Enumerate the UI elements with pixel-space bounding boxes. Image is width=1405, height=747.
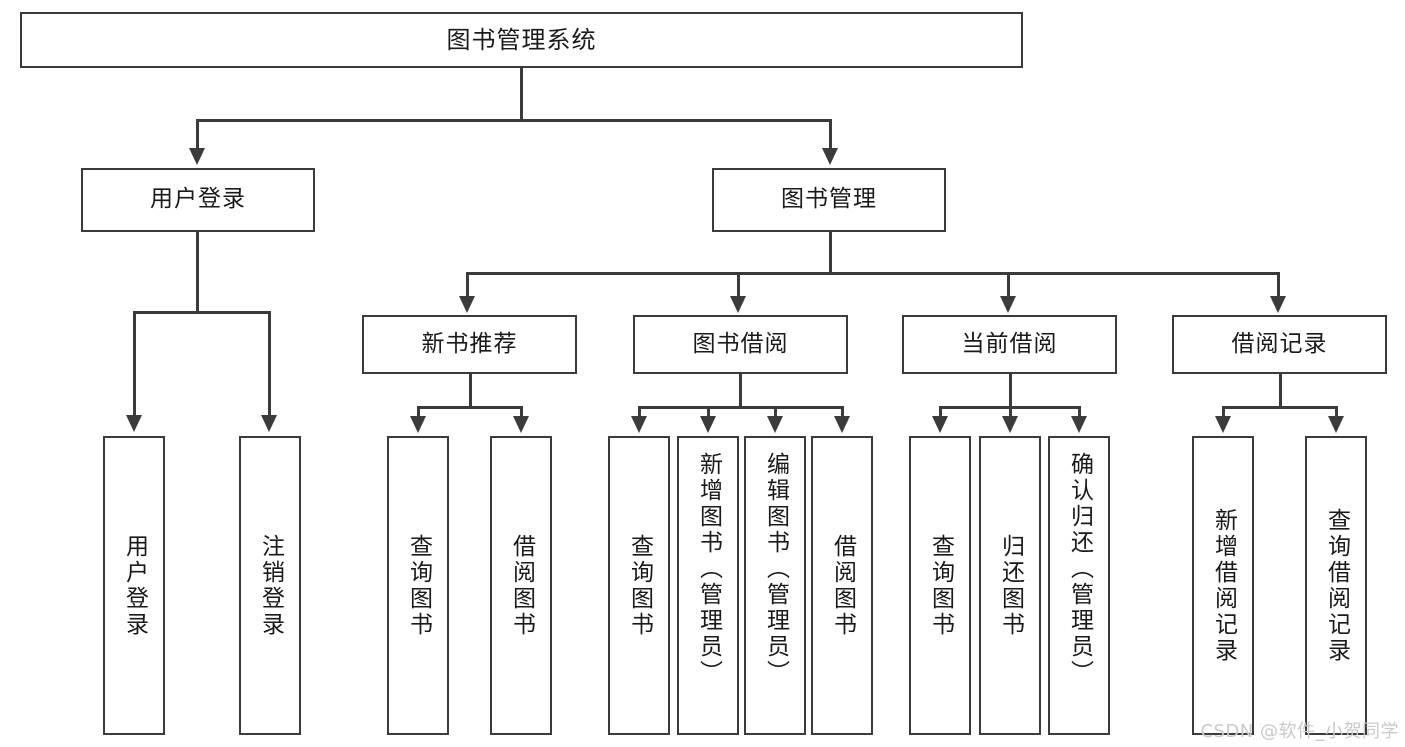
arrowhead-leaf-cb-0 [932, 416, 948, 433]
node-new-book-recommend[interactable]: 新书推荐 [362, 315, 577, 374]
node-root-book-management-system[interactable]: 图书管理系统 [20, 12, 1023, 68]
connector-level3-bus [466, 272, 1278, 275]
connector-user-login-stem [196, 232, 199, 313]
leaf-node-bb-borrow-book[interactable]: 借阅图书 [811, 436, 873, 735]
arrowhead-leaf-br-0 [1215, 416, 1231, 433]
node-label: 借阅图书 [508, 533, 535, 638]
arrowhead-leaf-cb-2 [1071, 416, 1087, 433]
node-label: 查询图书 [405, 533, 432, 638]
connector-drop-leaf-br-0 [1222, 406, 1225, 417]
arrowhead-leaf-bb-0 [631, 416, 647, 433]
connector-drop-leaf-user-login-0 [133, 311, 136, 416]
connector-book-management-stem [829, 232, 832, 274]
arrowhead-book-borrow [730, 296, 746, 313]
node-label: 借阅图书 [829, 533, 856, 638]
leaf-node-cb-confirm-return-admin[interactable]: 确认归还（管理员） [1048, 436, 1110, 735]
node-label: 确认归还（管理员） [1066, 452, 1093, 686]
connector-book-borrow-stem [739, 374, 742, 408]
arrowhead-book-management [822, 148, 838, 165]
connector-drop-leaf-bb-2 [774, 406, 777, 417]
node-label: 编辑图书（管理员） [762, 452, 789, 686]
arrowhead-user-login [189, 148, 205, 165]
node-label: 新书推荐 [421, 330, 518, 357]
arrowhead-current-borrow [1000, 296, 1016, 313]
arrowhead-leaf-nbr-0 [410, 416, 426, 433]
connector-drop-leaf-cb-2 [1078, 406, 1081, 417]
node-label: 图书借阅 [692, 330, 789, 357]
node-label: 归还图书 [997, 533, 1024, 638]
arrowhead-leaf-bb-3 [834, 416, 850, 433]
connector-drop-user-login [196, 119, 199, 149]
node-label: 查询图书 [927, 533, 954, 638]
connector-current-borrow-stem [1009, 374, 1012, 408]
node-label: 查询图书 [626, 533, 653, 638]
connector-drop-leaf-nbr-1 [520, 406, 523, 417]
connector-drop-current-borrow [1007, 272, 1010, 299]
arrowhead-leaf-cb-1 [1002, 416, 1018, 433]
node-label: 用户登录 [121, 533, 148, 638]
node-borrow-record[interactable]: 借阅记录 [1172, 315, 1387, 374]
arrowhead-leaf-bb-2 [767, 416, 783, 433]
node-label: 当前借阅 [961, 330, 1058, 357]
node-label: 新增图书（管理员） [695, 452, 722, 686]
node-book-management[interactable]: 图书管理 [712, 168, 946, 232]
leaf-node-br-add-record[interactable]: 新增借阅记录 [1192, 436, 1254, 735]
node-label: 图书管理系统 [446, 25, 597, 54]
connector-drop-new-book-recommend [466, 272, 469, 299]
connector-root-stem [520, 68, 523, 121]
connector-drop-leaf-bb-1 [707, 406, 710, 417]
connector-drop-leaf-nbr-0 [417, 406, 420, 417]
arrowhead-leaf-bb-1 [700, 416, 716, 433]
arrowhead-borrow-record [1270, 296, 1286, 313]
connector-new-book-recommend-bus [417, 406, 522, 409]
connector-level2-bus [196, 119, 831, 122]
leaf-node-br-query-record[interactable]: 查询借阅记录 [1305, 436, 1367, 735]
leaf-node-bb-add-book-admin[interactable]: 新增图书（管理员） [677, 436, 739, 735]
connector-drop-leaf-user-login-1 [268, 311, 271, 416]
watermark-text: CSDN @软件_小贺同学 [1200, 721, 1399, 742]
leaf-node-bb-query-book[interactable]: 查询图书 [608, 436, 670, 735]
node-label: 注销登录 [257, 533, 284, 638]
connector-drop-leaf-bb-3 [841, 406, 844, 417]
connector-new-book-recommend-stem [469, 374, 472, 408]
leaf-node-bb-edit-book-admin[interactable]: 编辑图书（管理员） [744, 436, 806, 735]
connector-borrow-record-bus [1222, 406, 1337, 409]
connector-drop-borrow-record [1277, 272, 1280, 299]
node-label: 借阅记录 [1231, 330, 1328, 357]
arrowhead-leaf-user-login-0 [126, 415, 142, 432]
leaf-node-nbr-query-book[interactable]: 查询图书 [387, 436, 449, 735]
connector-user-login-bus [133, 311, 270, 314]
node-label: 新增借阅记录 [1210, 507, 1237, 664]
node-user-login[interactable]: 用户登录 [81, 168, 315, 232]
arrowhead-leaf-user-login-1 [261, 415, 277, 432]
connector-drop-leaf-br-1 [1335, 406, 1338, 417]
connector-drop-book-management [829, 119, 832, 149]
node-label: 查询借阅记录 [1323, 507, 1350, 664]
leaf-node-cb-query-book[interactable]: 查询图书 [909, 436, 971, 735]
leaf-node-user-login[interactable]: 用户登录 [103, 436, 165, 735]
connector-drop-leaf-cb-1 [1009, 406, 1012, 417]
node-label: 图书管理 [781, 186, 877, 213]
node-current-borrow[interactable]: 当前借阅 [902, 315, 1117, 374]
leaf-node-logout[interactable]: 注销登录 [239, 436, 301, 735]
arrowhead-leaf-nbr-1 [513, 416, 529, 433]
connector-drop-book-borrow [737, 272, 740, 299]
leaf-node-cb-return-book[interactable]: 归还图书 [979, 436, 1041, 735]
leaf-node-nbr-borrow-book[interactable]: 借阅图书 [490, 436, 552, 735]
node-book-borrow[interactable]: 图书借阅 [633, 315, 848, 374]
connector-borrow-record-stem [1279, 374, 1282, 408]
arrowhead-new-book-recommend [459, 296, 475, 313]
connector-drop-leaf-bb-0 [638, 406, 641, 417]
connector-drop-leaf-cb-0 [939, 406, 942, 417]
connector-book-borrow-bus [638, 406, 844, 409]
arrowhead-leaf-br-1 [1328, 416, 1344, 433]
node-label: 用户登录 [150, 186, 246, 213]
